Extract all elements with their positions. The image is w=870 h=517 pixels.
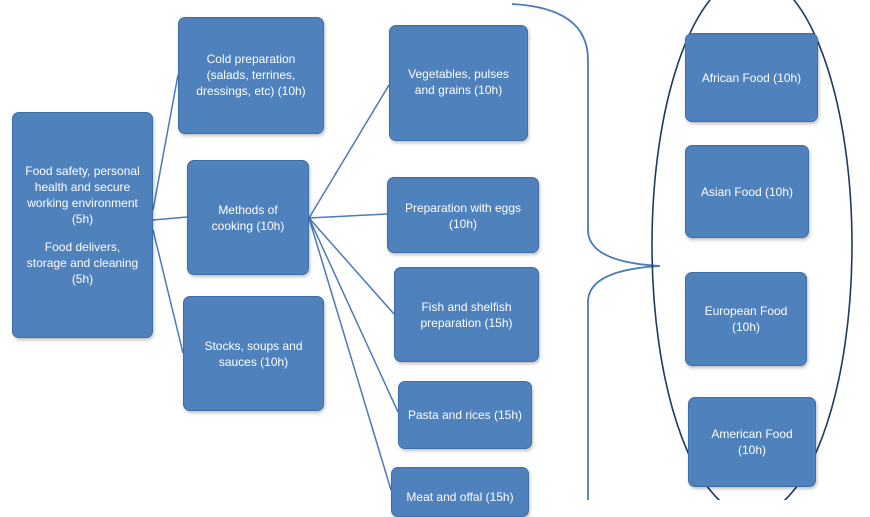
vegetables-label: Vegetables, pulses and grains (10h) bbox=[408, 67, 509, 97]
vegetables-box: Vegetables, pulses and grains (10h) bbox=[389, 25, 528, 141]
methods-of-cooking-label: Methods of cooking (10h) bbox=[211, 202, 285, 233]
foundation-box: Food safety, personal health and secure … bbox=[12, 112, 153, 338]
connector-methods-meat bbox=[308, 217, 392, 491]
curly-brace bbox=[511, 3, 661, 500]
african-food-box: African Food (10h) bbox=[685, 33, 818, 122]
cuisines-ellipse bbox=[651, 0, 853, 500]
stocks-soups-sauces-box: Stocks, soups and sauces (10h) bbox=[183, 296, 324, 411]
pasta-label: Pasta and rices (15h) bbox=[407, 408, 523, 422]
american-food-box: American Food (10h) bbox=[688, 397, 816, 487]
stocks-soups-sauces-label: Stocks, soups and sauces (10h) bbox=[204, 338, 303, 369]
african-food-label: African Food (10h) bbox=[701, 70, 802, 85]
european-food-label: European Food (10h) bbox=[704, 304, 788, 334]
foundation-safety-label: Food safety, personal health and secure … bbox=[25, 164, 140, 226]
methods-of-cooking-box: Methods of cooking (10h) bbox=[187, 160, 309, 275]
fish-box: Fish and shelfish preparation (15h) bbox=[394, 267, 539, 362]
connector-foundation-methods bbox=[152, 216, 188, 221]
connector-methods-eggs bbox=[308, 213, 388, 219]
connector-methods-fish bbox=[308, 217, 395, 315]
connector-layer bbox=[152, 0, 853, 500]
meat-box: Meat and offal (15h) bbox=[391, 467, 529, 517]
connector-foundation-stocks bbox=[152, 229, 184, 354]
asian-food-label: Asian Food (10h) bbox=[700, 184, 794, 199]
foundation-storage-label: Food delivers, storage and cleaning (5h) bbox=[26, 240, 139, 286]
pasta-box: Pasta and rices (15h) bbox=[398, 381, 532, 449]
connector-foundation-cold bbox=[152, 74, 179, 211]
eggs-label: Preparation with eggs (10h) bbox=[404, 201, 522, 231]
meat-label: Meat and offal (15h) bbox=[406, 490, 514, 504]
eggs-box: Preparation with eggs (10h) bbox=[387, 177, 539, 253]
cold-preparation-box: Cold preparation (salads, terrines, dres… bbox=[178, 17, 324, 134]
cold-preparation-label: Cold preparation (salads, terrines, dres… bbox=[196, 52, 306, 98]
fish-label: Fish and shelfish preparation (15h) bbox=[420, 299, 513, 330]
american-food-label: American Food (10h) bbox=[711, 427, 793, 457]
connector-methods-pasta bbox=[308, 217, 399, 413]
european-food-box: European Food (10h) bbox=[685, 272, 807, 366]
asian-food-box: Asian Food (10h) bbox=[685, 145, 809, 238]
connector-methods-vegetables bbox=[308, 84, 390, 219]
